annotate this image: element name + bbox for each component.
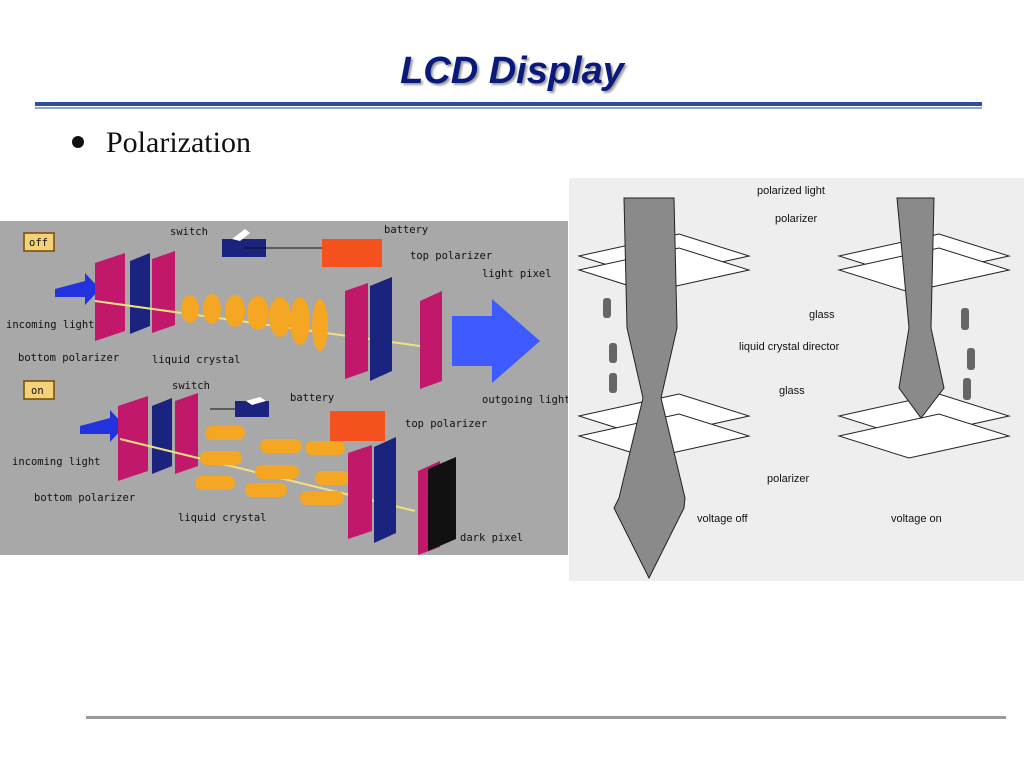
battery-on bbox=[330, 411, 385, 441]
battery-off bbox=[322, 239, 382, 267]
footer-rule bbox=[86, 716, 1006, 719]
crystal-molecules-icon bbox=[603, 298, 975, 400]
label-polarizer-top: polarizer bbox=[775, 213, 818, 225]
slide-title: LCD Display bbox=[400, 50, 624, 92]
lcd-polarization-color-diagram: off switch battery top polarizer light p… bbox=[0, 221, 568, 555]
bottom-pink-panel-off bbox=[95, 253, 125, 341]
label-polarized-light: polarized light bbox=[757, 185, 825, 197]
switch-lever-off bbox=[232, 229, 250, 241]
incoming-light-arrow-off bbox=[55, 273, 100, 305]
figure-background bbox=[0, 221, 568, 555]
switch-lever-on bbox=[246, 397, 266, 405]
label-voltage-on: voltage on bbox=[891, 513, 942, 525]
label-bottom-polarizer-on: bottom polarizer bbox=[34, 492, 135, 504]
bottom-pink-panel-on bbox=[118, 396, 148, 481]
label-liquid-crystal-director: liquid crystal director bbox=[739, 341, 840, 353]
incoming-light-arrow-on bbox=[80, 410, 125, 442]
label-battery-off: battery bbox=[384, 224, 428, 236]
bottom-polarizer-off bbox=[130, 253, 150, 334]
top-glass-on bbox=[348, 445, 372, 539]
bullet-item: Polarization bbox=[72, 126, 251, 160]
label-light-pixel: light pixel bbox=[482, 268, 552, 280]
label-polarizer-bottom: polarizer bbox=[767, 473, 810, 485]
label-switch-on: switch bbox=[172, 380, 210, 392]
label-top-polarizer-off: top polarizer bbox=[410, 250, 492, 262]
state-on-box bbox=[23, 380, 55, 400]
label-battery-on: battery bbox=[290, 392, 334, 404]
liquid-crystal-twist-off bbox=[181, 294, 328, 351]
label-glass-bottom: glass bbox=[779, 385, 805, 397]
label-incoming-light-on: incoming light bbox=[12, 456, 101, 468]
lcd-polarization-bw-diagram: polarized light polarizer glass liquid c… bbox=[569, 178, 1024, 581]
state-off-label: off bbox=[29, 237, 48, 249]
liquid-crystal-aligned-on bbox=[195, 426, 349, 505]
top-polarizer-on bbox=[374, 437, 396, 543]
state-off-box bbox=[23, 232, 55, 252]
light-path-blocked-on bbox=[896, 197, 945, 419]
state-on-label: on bbox=[31, 385, 44, 397]
label-dark-pixel: dark pixel bbox=[460, 532, 523, 544]
bottom-polarizer-on bbox=[152, 398, 172, 474]
bullet-dot-icon bbox=[72, 136, 84, 149]
outgoing-light-arrow bbox=[452, 299, 540, 383]
label-liquid-crystal-off: liquid crystal bbox=[152, 354, 241, 366]
switch-box-on bbox=[235, 401, 269, 417]
bottom-glass-on bbox=[175, 393, 198, 474]
title-rule-light bbox=[35, 107, 982, 109]
dark-pixel bbox=[428, 457, 456, 551]
label-bottom-polarizer-off: bottom polarizer bbox=[18, 352, 119, 364]
label-switch-off: switch bbox=[170, 226, 208, 238]
label-incoming-light-off: incoming light bbox=[6, 319, 95, 331]
bottom-glass-off bbox=[152, 251, 175, 333]
top-polarizer-off bbox=[370, 277, 392, 381]
top-glass-off bbox=[345, 283, 368, 379]
label-top-polarizer-on: top polarizer bbox=[405, 418, 487, 430]
title-rule bbox=[35, 102, 982, 106]
label-outgoing-light: outgoing light bbox=[482, 394, 568, 406]
label-liquid-crystal-on: liquid crystal bbox=[178, 512, 267, 524]
label-glass-top: glass bbox=[809, 309, 835, 321]
twisted-light-path-off bbox=[613, 197, 686, 580]
label-voltage-off: voltage off bbox=[697, 513, 749, 525]
light-pixel-off bbox=[420, 291, 442, 389]
bullet-text: Polarization bbox=[106, 126, 251, 159]
